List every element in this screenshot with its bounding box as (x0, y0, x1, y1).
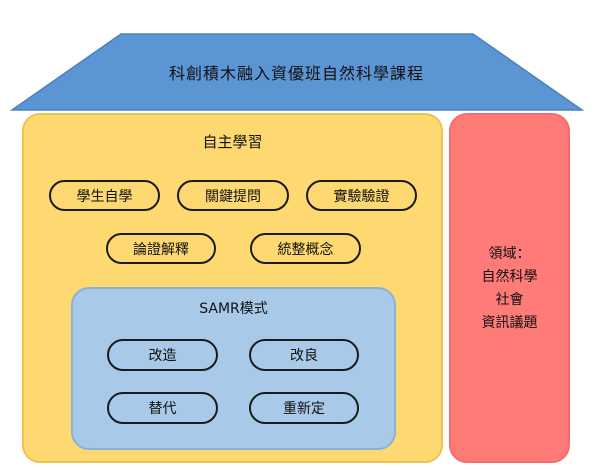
domain-item-information-issues: 資訊議題 (481, 315, 538, 331)
samr-substitution: 替代 (107, 392, 218, 424)
samr-title: SAMR模式 (199, 301, 268, 317)
domain-panel (449, 113, 570, 463)
pill-student-self-study: 學生自學 (49, 180, 160, 211)
domain-text: 領域： 自然科學 社會 資訊議題 (449, 243, 570, 335)
samr-redefinition: 重新定 (249, 392, 359, 424)
domain-item-social: 社會 (495, 292, 524, 308)
samr-modification: 改造 (107, 339, 218, 371)
self-learning-title: 自主學習 (202, 133, 263, 151)
pill-integrate-concepts: 統整概念 (250, 233, 361, 264)
roof-title: 科創積木融入資優班自然科學課程 (168, 64, 424, 83)
samr-augmentation: 改良 (249, 339, 359, 371)
domain-item-natural-science: 自然科學 (481, 269, 538, 285)
roof-shape (9, 33, 585, 111)
pill-argument-explanation: 論證解釋 (106, 233, 216, 264)
domain-heading: 領域： (488, 246, 531, 262)
pill-experiment-verification: 實驗驗證 (306, 180, 417, 211)
pill-key-questions: 關鍵提問 (177, 180, 289, 211)
